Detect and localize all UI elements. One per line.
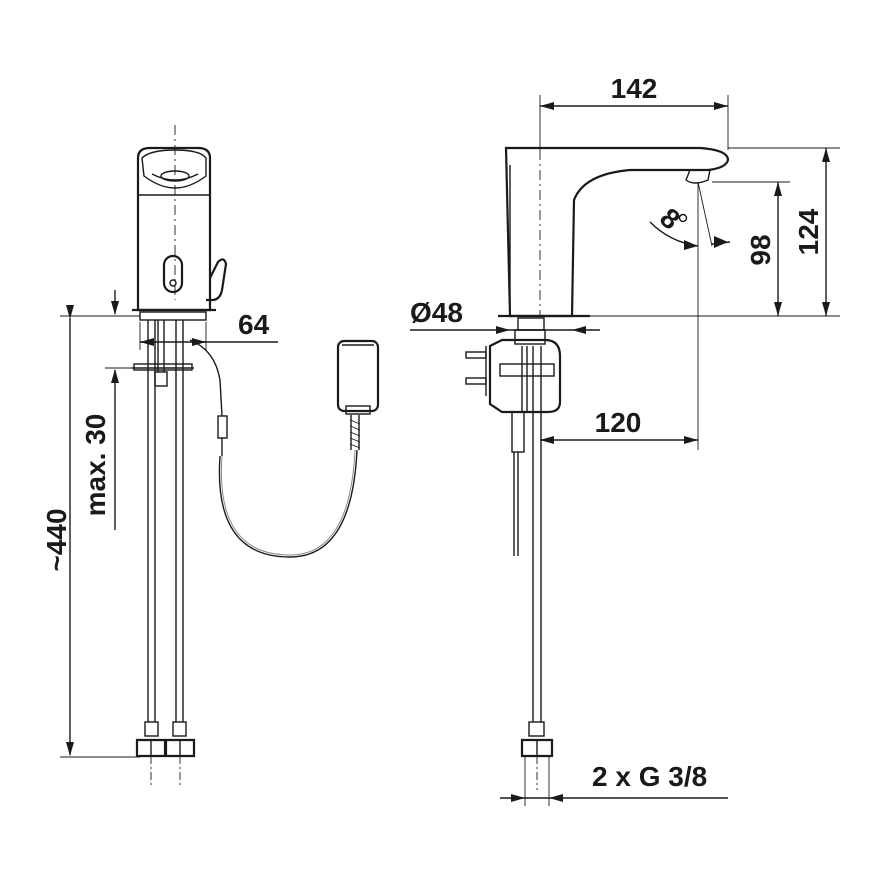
dim-connection: 2 x G 3/8	[592, 761, 707, 792]
control-box	[336, 339, 380, 413]
faucet-body-side	[504, 146, 730, 318]
supply-hose-right	[175, 320, 184, 722]
dim-max-thickness: max. 30	[80, 414, 111, 517]
lever-handle	[206, 258, 228, 302]
dim-overall-height: ~440	[41, 508, 72, 571]
supply-hose-side	[532, 346, 542, 722]
side-view: 142 Ø48 120 8 98 124	[410, 73, 840, 806]
dim-spout-reach-total: 142	[611, 73, 658, 104]
faucet-body-front	[136, 146, 212, 312]
dim-outlet-height: 98	[745, 234, 776, 265]
dim-total-height: 124	[793, 208, 824, 255]
sensor-cable	[189, 339, 223, 417]
dim-body-diameter: Ø48	[410, 297, 463, 328]
supply-hose-left	[147, 320, 156, 722]
sensor-window	[162, 254, 184, 294]
mounting-plate	[488, 338, 562, 414]
front-view: ~440 max. 30 64	[41, 125, 380, 785]
dim-spout-reach: 120	[595, 407, 642, 438]
dim-body-width: 64	[238, 309, 270, 340]
